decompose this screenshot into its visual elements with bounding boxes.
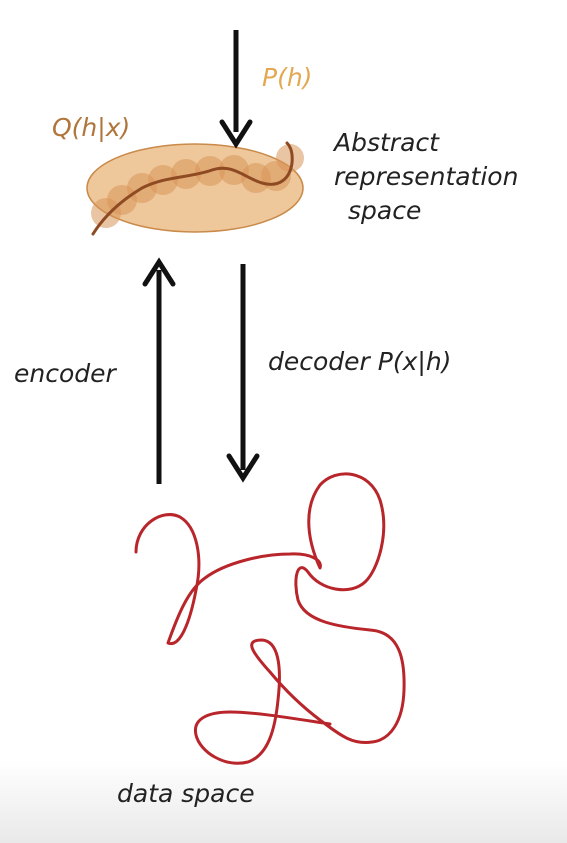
- prior-label: P(h): [262, 63, 313, 92]
- posterior-blob: [276, 144, 304, 172]
- abstract-space-label: Abstract representation space: [334, 126, 518, 228]
- abstract-label-line1: Abstract: [334, 128, 439, 157]
- decoder-arrow: [226, 264, 260, 483]
- data-manifold-curve: [134, 472, 406, 765]
- encoder-arrow: [142, 257, 176, 484]
- data-space-label: data space: [117, 779, 255, 808]
- decoder-label: decoder P(x|h): [268, 347, 452, 376]
- prior-arrow: [219, 30, 253, 149]
- abstract-label-line3: space: [348, 196, 422, 225]
- posterior-blob: [171, 159, 201, 189]
- latent-curve: [91, 141, 294, 236]
- abstract-label-line2: representation: [334, 162, 519, 191]
- posterior-label: Q(h|x): [52, 113, 131, 142]
- encoder-label: encoder: [14, 359, 116, 388]
